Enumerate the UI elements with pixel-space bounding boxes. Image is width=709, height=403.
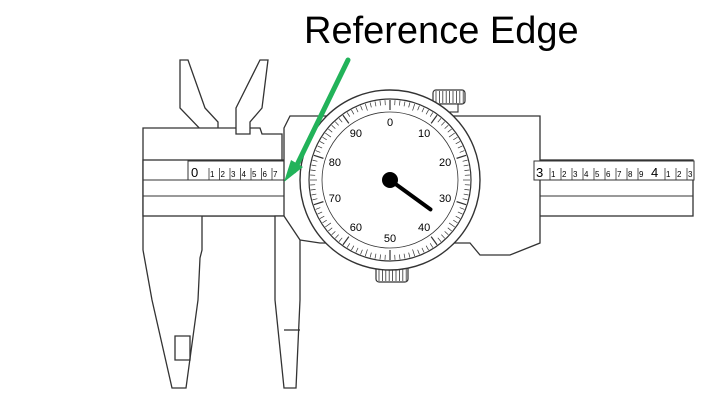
dial-number-label: 90 <box>350 128 362 140</box>
dial-number-label: 0 <box>387 117 393 129</box>
main-scale-minor-label: 6 <box>606 170 611 179</box>
main-scale-major-0: 0 <box>191 165 198 180</box>
dial-needle <box>388 178 433 212</box>
main-scale-minor-label: 1 <box>210 170 215 179</box>
main-scale-minor-label: 1 <box>666 170 671 179</box>
needle-hub <box>382 172 398 188</box>
main-scale-minor-label: 5 <box>252 170 257 179</box>
dial-number-label: 80 <box>329 157 341 169</box>
dial-number-label: 10 <box>418 128 430 140</box>
dial-number-label: 50 <box>384 233 396 245</box>
main-scale-minor-label: 5 <box>595 170 600 179</box>
fixed-upper-jaw <box>179 59 219 135</box>
reference-edge-label: Reference Edge <box>304 10 579 52</box>
main-scale-minor-label: 2 <box>221 170 226 179</box>
dial-ticks <box>310 100 470 260</box>
main-scale-minor-label: 3 <box>573 170 578 179</box>
dial-labels: 0 10 20 30 40 50 60 70 80 90 <box>329 117 452 245</box>
main-scale-minor-label: 3 <box>231 170 236 179</box>
main-scale-minor-label: 6 <box>263 170 268 179</box>
dial-number-label: 60 <box>350 222 362 234</box>
main-scale-minor-label: 9 <box>639 170 644 179</box>
moving-lower-jaw <box>274 215 301 389</box>
dial-number-label: 70 <box>329 193 341 205</box>
main-scale-minor-label: 1 <box>551 170 556 179</box>
main-scale-minor-label: 4 <box>584 170 589 179</box>
main-scale-major-4: 4 <box>651 165 658 180</box>
moving-upper-jaw <box>235 59 269 135</box>
main-scale-minor-label: 7 <box>273 170 278 179</box>
main-scale-minor-label: 7 <box>617 170 622 179</box>
dial-number-label: 20 <box>439 157 451 169</box>
main-scale-minor-label: 2 <box>562 170 567 179</box>
main-scale-minor-label: 4 <box>242 170 247 179</box>
dial-face: 0 10 20 30 40 50 60 70 80 90 <box>299 89 481 271</box>
main-scale-major-3: 3 <box>536 165 543 180</box>
main-scale-minor-label: 3 <box>688 170 693 179</box>
main-scale-minor-label: 2 <box>677 170 682 179</box>
fixed-jaw-notch <box>174 335 191 361</box>
arrow-pointer-icon <box>284 57 351 182</box>
dial-number-label: 40 <box>418 222 430 234</box>
main-scale-minor-label: 8 <box>628 170 633 179</box>
dial-number-label: 30 <box>439 193 451 205</box>
adjust-knob-icon <box>432 89 466 113</box>
